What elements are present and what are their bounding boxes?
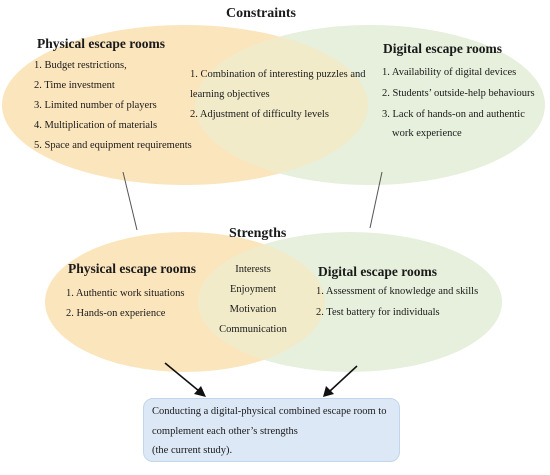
connector-line-right	[369, 171, 383, 229]
list-item: 2. Hands-on experience	[66, 308, 166, 319]
constraints-shared-item1-line2: learning objectives	[190, 89, 270, 100]
strengths-physical-title: Physical escape rooms	[68, 261, 196, 276]
strengths-heading: Strengths	[229, 226, 287, 241]
constraints-physical-list: 1. Budget restrictions, 2. Time investme…	[34, 60, 192, 160]
arrow-right-head	[323, 386, 334, 397]
list-item: 2. Test battery for individuals	[316, 307, 440, 318]
connector-line-left	[122, 171, 138, 231]
arrow-left	[164, 362, 200, 392]
constraints-digital-item3-line2: work experience	[392, 128, 462, 139]
result-line-3: (the current study).	[152, 445, 233, 456]
strengths-shared-list: Interests Enjoyment Motivation Communica…	[210, 264, 296, 344]
constraints-digital-item3-line1: 3. Lack of hands-on and authentic	[382, 109, 525, 120]
list-item: Motivation	[229, 304, 277, 315]
result-box: Conducting a digital-physical combined e…	[143, 398, 400, 462]
constraints-overlap	[195, 25, 368, 185]
constraints-shared-item1-line1: 1. Combination of interesting puzzles an…	[190, 69, 366, 80]
list-item: Interests	[235, 264, 271, 275]
strengths-digital-title: Digital escape rooms	[318, 264, 437, 279]
strengths-overlap	[198, 232, 325, 372]
arrow-right	[329, 365, 358, 392]
list-item: Communication	[219, 324, 287, 335]
strengths-physical-list: 1. Authentic work situations 2. Hands-on…	[66, 288, 184, 328]
list-item: 1. Budget restrictions,	[34, 60, 127, 71]
list-item: Enjoyment	[229, 284, 277, 295]
list-item: 5. Space and equipment requirements	[34, 140, 192, 151]
list-item: 4. Multiplication of materials	[34, 120, 158, 131]
result-line-2: complement each other’s strengths	[152, 426, 298, 437]
arrow-left-head	[194, 386, 206, 397]
constraints-physical-title: Physical escape rooms	[37, 36, 165, 51]
constraints-digital-list: 1. Availability of digital devices 2. St…	[382, 67, 535, 109]
list-item: 1. Authentic work situations	[66, 288, 185, 299]
list-item: 1. Assessment of knowledge and skills	[316, 286, 479, 297]
result-line-1: Conducting a digital-physical combined e…	[152, 406, 387, 417]
list-item: 2. Students’ outside-help behaviours	[382, 88, 535, 99]
strengths-digital-list: 1. Assessment of knowledge and skills 2.…	[316, 286, 478, 328]
list-item: 1. Availability of digital devices	[382, 67, 517, 78]
constraints-digital-title: Digital escape rooms	[383, 41, 502, 56]
constraints-heading: Constraints	[226, 6, 297, 21]
list-item: 2. Time investment	[34, 80, 115, 91]
constraints-shared-item2: 2. Adjustment of difficulty levels	[190, 109, 329, 120]
list-item: 3. Limited number of players	[34, 100, 157, 111]
